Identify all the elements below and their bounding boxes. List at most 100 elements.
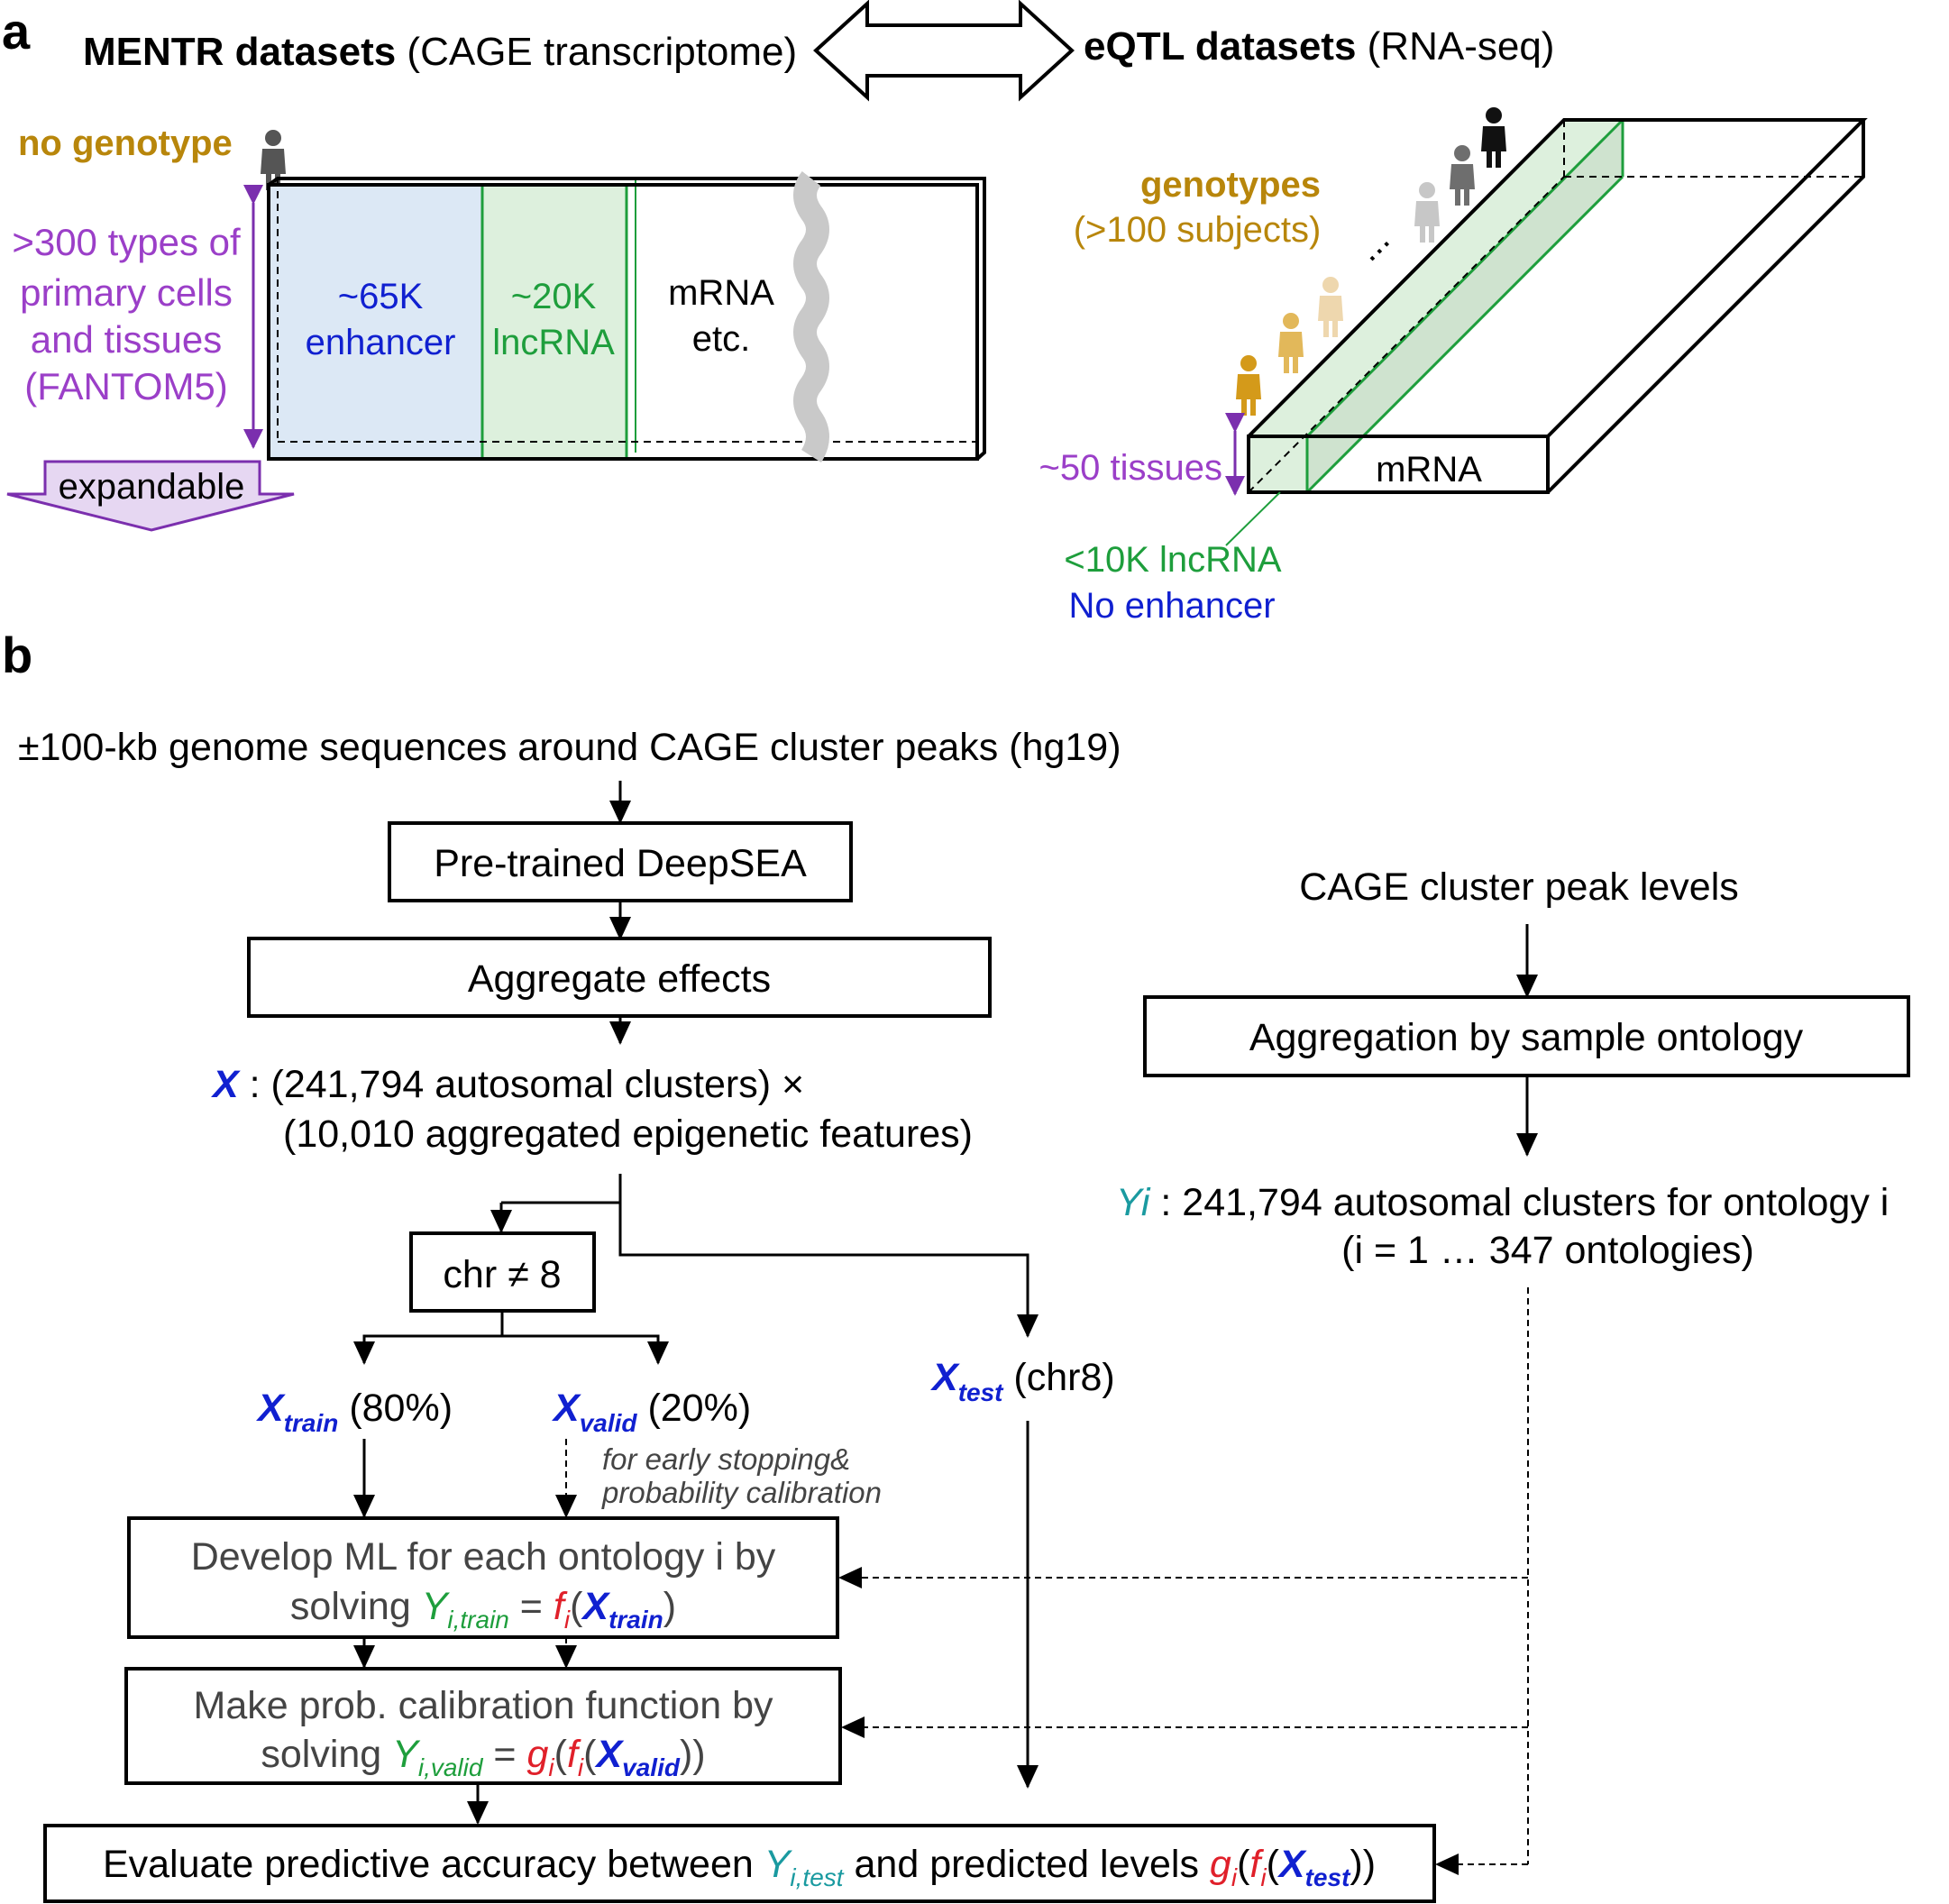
evaluate-label: Evaluate predictive accuracy between Yi,… [103,1843,1376,1891]
cell-types-line-1: >300 types of [12,221,241,263]
develop-x: X [581,1585,610,1628]
person-icon [1278,313,1304,373]
develop-y-sub: i,train [447,1606,508,1634]
person-icon [1236,355,1261,416]
genotypes-label: genotypes [1140,165,1321,205]
chr-split-box [409,1231,596,1313]
mentr-title-bold: MENTR datasets [83,30,396,74]
aggregate-box [247,937,992,1018]
calib-line-2: solving Yi,valid = gi(fi(Xvalid)) [261,1733,705,1781]
eqtl-title-bold: eQTL datasets [1084,24,1356,69]
calib-x: X [594,1733,624,1776]
x-valid-sub: valid [580,1409,638,1437]
eqtl-title: eQTL datasets (RNA-seq) [1084,24,1554,69]
eqtl-data-slab [1225,118,1868,546]
x-matrix-label: X : (241,794 autosomal clusters) × [211,1063,804,1106]
calib-f-sub: i [578,1753,584,1781]
cell-types-line-2: primary cells [20,271,233,314]
develop-f-sub: i [564,1606,571,1634]
evaluate-pre: Evaluate predictive accuracy between [103,1843,764,1886]
calib-solving: solving [261,1733,392,1776]
no-genotype-label: no genotype [18,124,233,163]
no-enhancer-label: No enhancer [1068,586,1275,626]
expandable-label: expandable [59,467,245,507]
x-desc-2: (10,010 aggregated epigenetic features) [283,1112,973,1156]
connector-train-valid [362,1334,660,1361]
x-test-sub: test [958,1378,1004,1406]
x-train-symbol: X [256,1387,286,1430]
dots-icon: ... [1348,220,1397,270]
x-valid-symbol: X [552,1387,581,1430]
cell-types-line-4: (FANTOM5) [24,365,228,407]
calib-y: Y [392,1733,421,1776]
double-arrow-icon [813,0,1075,102]
develop-eq: = [509,1585,554,1628]
mentr-data-box [267,171,986,462]
person-icon [1414,182,1440,243]
person-icon [1450,145,1475,206]
x-train-sub: train [284,1409,339,1437]
yi-desc: : 241,794 autosomal clusters for ontolog… [1149,1181,1889,1224]
mrna-left-label: mRNA [668,273,774,313]
yi-symbol: Yi [1116,1181,1151,1224]
early-stop-line-1: for early stopping& [602,1442,850,1476]
yi-label: Yi : 241,794 autosomal clusters for onto… [1116,1181,1889,1224]
calib-line-1: Make prob. calibration function by [194,1684,773,1727]
person-icon [1318,277,1343,337]
panel-b-label: b [2,627,32,683]
calib-y-sub: i,valid [418,1753,484,1781]
yi-range: (i = 1 … 347 ontologies) [1341,1229,1754,1272]
evaluate-box [43,1824,1436,1903]
mrna-right-label: mRNA [1376,450,1482,490]
develop-line-2: solving Yi,train = fi(Xtrain) [290,1585,676,1634]
cage-levels-label: CAGE cluster peak levels [1299,865,1739,909]
calib-g: g [526,1733,548,1776]
evaluate-y: Y [764,1843,793,1886]
cell-types-line-3: and tissues [31,318,222,361]
evaluate-f-sub: i [1260,1863,1267,1891]
mrna-left-etc: etc. [692,319,750,359]
subjects-label: (>100 subjects) [1074,210,1322,250]
develop-line-1: Develop ML for each ontology i by [191,1535,776,1579]
develop-box [127,1516,839,1639]
enhancer-label: enhancer [306,323,456,362]
genome-seq-label: ±100-kb genome sequences around CAGE clu… [18,726,1121,769]
x-train-label: Xtrain (80%) [256,1387,453,1437]
evaluate-y-sub: i,test [790,1863,844,1891]
wavy-break [793,171,829,462]
deepsea-label: Pre-trained DeepSEA [434,842,807,885]
x-train-pct: (80%) [338,1387,453,1430]
calib-g-sub: i [548,1753,554,1781]
expandable-arrow [6,460,295,532]
calib-x-sub: valid [622,1753,681,1781]
mentr-title: MENTR datasets (CAGE transcriptome) [83,30,797,74]
calib-eq: = [482,1733,526,1776]
eqtl-title-rest: (RNA-seq) [1356,24,1554,69]
lncrna-count: ~20K [511,277,597,316]
evaluate-x: X [1277,1843,1307,1886]
mentr-title-rest: (CAGE transcriptome) [396,30,797,74]
connector-to-test [618,1203,1029,1272]
x-valid-pct: (20%) [637,1387,752,1430]
aggregation-ontology-label: Aggregation by sample ontology [1249,1016,1804,1059]
lncrna-right-label: <10K lncRNA [1064,540,1282,580]
x-test-symbol: X [930,1356,960,1399]
cell-types-label: >300 types of primary cells and tissues … [12,221,241,407]
panel-a-label: a [2,3,31,60]
develop-solving: solving [290,1585,422,1628]
tissues-label: ~50 tissues [1039,448,1222,488]
x-test-label: Xtest (chr8) [930,1356,1115,1406]
evaluate-g-sub: i [1231,1863,1238,1891]
evaluate-x-sub: test [1305,1863,1351,1891]
x-valid-label: Xvalid (20%) [552,1387,751,1437]
evaluate-mid: and predicted levels [844,1843,1210,1886]
develop-x-sub: train [608,1606,663,1634]
early-stop-line-2: probability calibration [601,1476,882,1509]
enhancer-count: ~65K [338,277,424,316]
x-desc-1: : (241,794 autosomal clusters) × [239,1063,804,1106]
lncrna-label: lncRNA [492,323,615,362]
x-test-chr: (chr8) [1002,1356,1114,1399]
develop-y: Y [422,1585,451,1628]
evaluate-g: g [1210,1843,1231,1886]
